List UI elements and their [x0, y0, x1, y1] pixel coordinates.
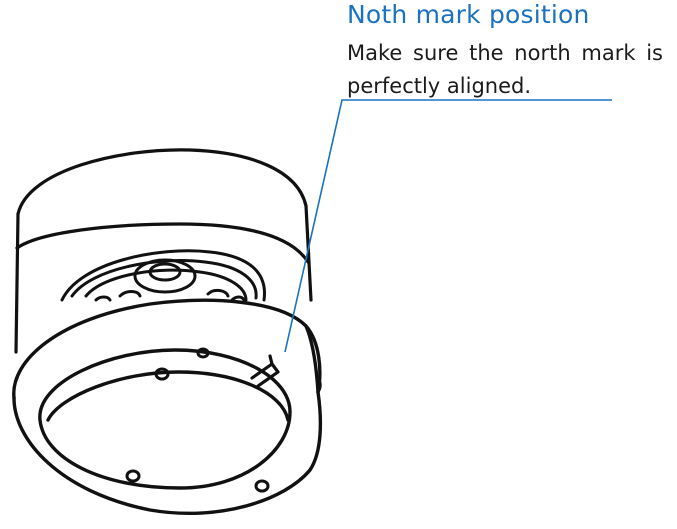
ring-holes [125, 347, 322, 493]
hole-bottom-right [254, 479, 270, 493]
upper-housing [14, 148, 313, 354]
hole-top-left [154, 367, 170, 381]
inner-bearing [60, 249, 266, 302]
callout-leader [284, 99, 612, 353]
hole-top-center [196, 347, 210, 359]
callout-title: Noth mark position [347, 0, 590, 29]
north-mark-notch [250, 354, 280, 388]
mounting-ring [12, 298, 323, 515]
hole-side [315, 378, 322, 393]
callout-body: Make sure the north mark is perfectly al… [347, 41, 663, 98]
hole-bottom-left [125, 469, 141, 483]
